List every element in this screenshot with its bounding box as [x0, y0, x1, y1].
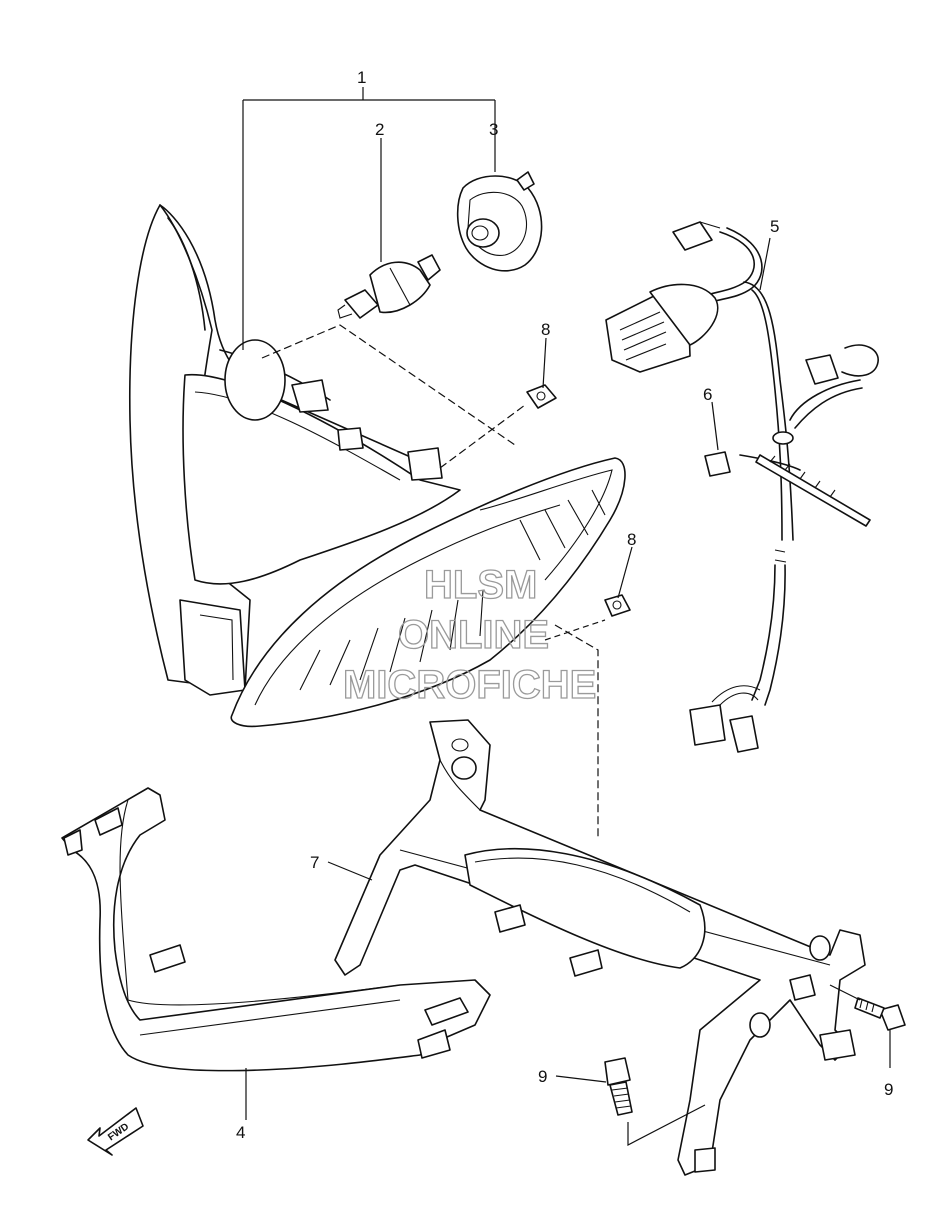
callout-6: 6	[703, 385, 712, 404]
headlight-stay[interactable]	[334, 719, 866, 1176]
watermark-line-2: ONLINE	[398, 613, 549, 657]
callout-2: 2	[375, 120, 384, 139]
callout-9-right: 9	[884, 1080, 893, 1099]
watermark: HLSM ONLINE MICROFICHE	[342, 562, 597, 707]
callout-8-upper: 8	[541, 320, 550, 339]
bolt-9-right[interactable]	[854, 997, 906, 1031]
damper-8-upper[interactable]	[526, 384, 557, 409]
watermark-line-1: HLSM	[424, 563, 537, 607]
callout-8-lower: 8	[627, 530, 636, 549]
callout-9-left: 9	[538, 1067, 547, 1086]
front-stay-bracket[interactable]	[61, 787, 491, 1072]
callout-5: 5	[770, 217, 779, 236]
callout-numbers: 1 2 3 5 8 6 8 7 9 9 4	[236, 68, 893, 1142]
socket-cover[interactable]	[456, 171, 543, 272]
fwd-direction-arrow: FWD	[87, 1107, 144, 1156]
leader-lines	[242, 87, 891, 1146]
bolt-9-left[interactable]	[604, 1057, 633, 1116]
callout-3: 3	[489, 120, 498, 139]
callout-7: 7	[310, 853, 319, 872]
damper-8-lower[interactable]	[604, 594, 631, 617]
callout-4: 4	[236, 1123, 245, 1142]
callout-1: 1	[357, 68, 366, 87]
watermark-line-3: MICROFICHE	[343, 663, 596, 707]
wire-harness[interactable]	[605, 221, 879, 753]
headlight-bulb[interactable]	[337, 254, 441, 319]
headlight-assembly[interactable]	[128, 204, 626, 840]
